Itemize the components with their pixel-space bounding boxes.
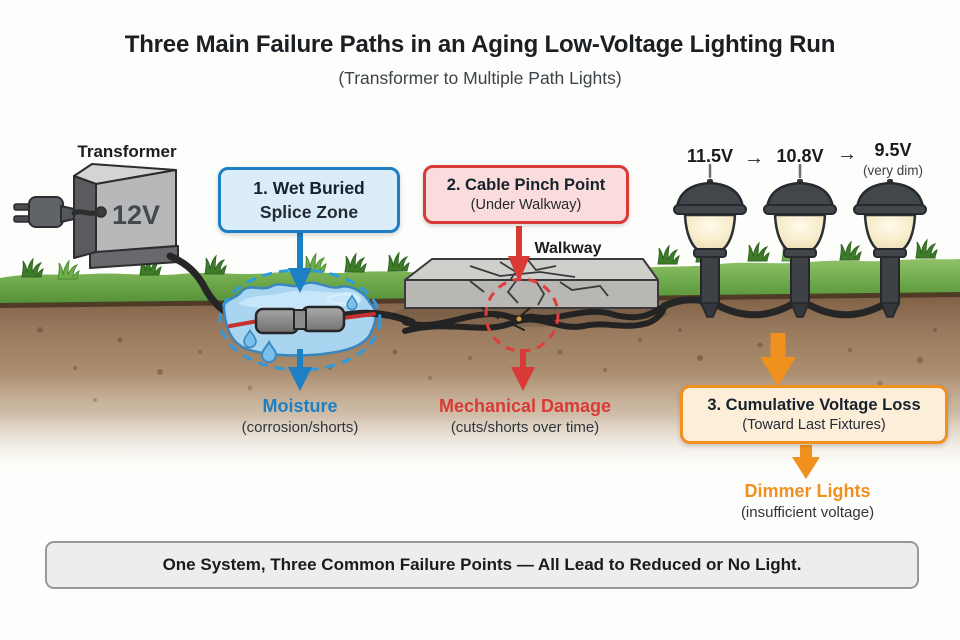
red-arrow-icon-bottom <box>511 349 535 391</box>
arrow-right-icon: → <box>744 147 764 169</box>
walkway-cracks <box>469 259 609 306</box>
voltage-note-very-dim: (very dim) <box>863 163 923 178</box>
callout-cumulative-voltage-loss: 3. Cumulative Voltage Loss (Toward Last … <box>680 385 948 444</box>
transformer-graphic <box>13 163 179 269</box>
cable-splice-connector <box>254 305 346 335</box>
voltage-label-3: 9.5V <box>874 140 912 160</box>
callout-splice-line1: 1. Wet Buried <box>253 178 365 198</box>
effect-dimmer-lights: Dimmer Lights (insufficient voltage) <box>710 480 905 523</box>
callout-wet-buried-splice-zone: 1. Wet Buried Splice Zone <box>218 167 400 233</box>
moisture-title: Moisture <box>262 396 338 416</box>
page-subtitle: (Transformer to Multiple Path Lights) <box>338 68 622 88</box>
callout-splice-line2: Splice Zone <box>259 202 359 222</box>
red-arrow-icon-top <box>508 226 530 282</box>
walkway-label: Walkway <box>534 240 602 257</box>
mechanical-subtitle: (cuts/shorts over time) <box>450 419 600 436</box>
orange-arrow-icon-bottom <box>792 445 820 479</box>
voltage-label-2: 10.8V <box>776 146 824 166</box>
callout-loss-line2: (Toward Last Fixtures) <box>742 417 886 433</box>
pinched-cables <box>402 303 667 334</box>
arrow-right-icon: → <box>837 143 857 165</box>
blue-arrow-icon-bottom <box>288 349 312 391</box>
callout-pinch-line2: (Under Walkway) <box>470 197 582 213</box>
mechanical-title: Mechanical Damage <box>438 396 612 416</box>
blue-arrow-icon-top <box>288 226 312 293</box>
walkway-graphic <box>392 258 668 353</box>
page-title: Three Main Failure Paths in an Aging Low… <box>124 31 836 58</box>
summary-banner: One System, Three Common Failure Points … <box>45 541 919 589</box>
transformer-voltage-label: 12V <box>111 200 161 230</box>
effect-moisture: Moisture (corrosion/shorts) <box>205 395 395 438</box>
power-plug-icon <box>13 196 107 228</box>
callout-pinch-line1: 2. Cable Pinch Point <box>446 176 606 194</box>
dimmer-title: Dimmer Lights <box>744 481 871 501</box>
dimmer-subtitle: (insufficient voltage) <box>740 504 875 521</box>
callout-loss-line1: 3. Cumulative Voltage Loss <box>707 396 921 414</box>
orange-arrow-icon-top <box>760 333 796 386</box>
water-droplet-icons <box>243 294 358 363</box>
moisture-subtitle: (corrosion/shorts) <box>241 419 359 436</box>
wet-splice-zone-graphic <box>218 268 416 372</box>
effect-mechanical-damage: Mechanical Damage (cuts/shorts over time… <box>425 395 625 438</box>
callout-cable-pinch-point: 2. Cable Pinch Point (Under Walkway) <box>423 165 629 224</box>
voltage-label-1: 11.5V <box>686 146 734 166</box>
voltage-tick-marks <box>708 163 802 179</box>
transformer-label: Transformer <box>77 142 177 161</box>
